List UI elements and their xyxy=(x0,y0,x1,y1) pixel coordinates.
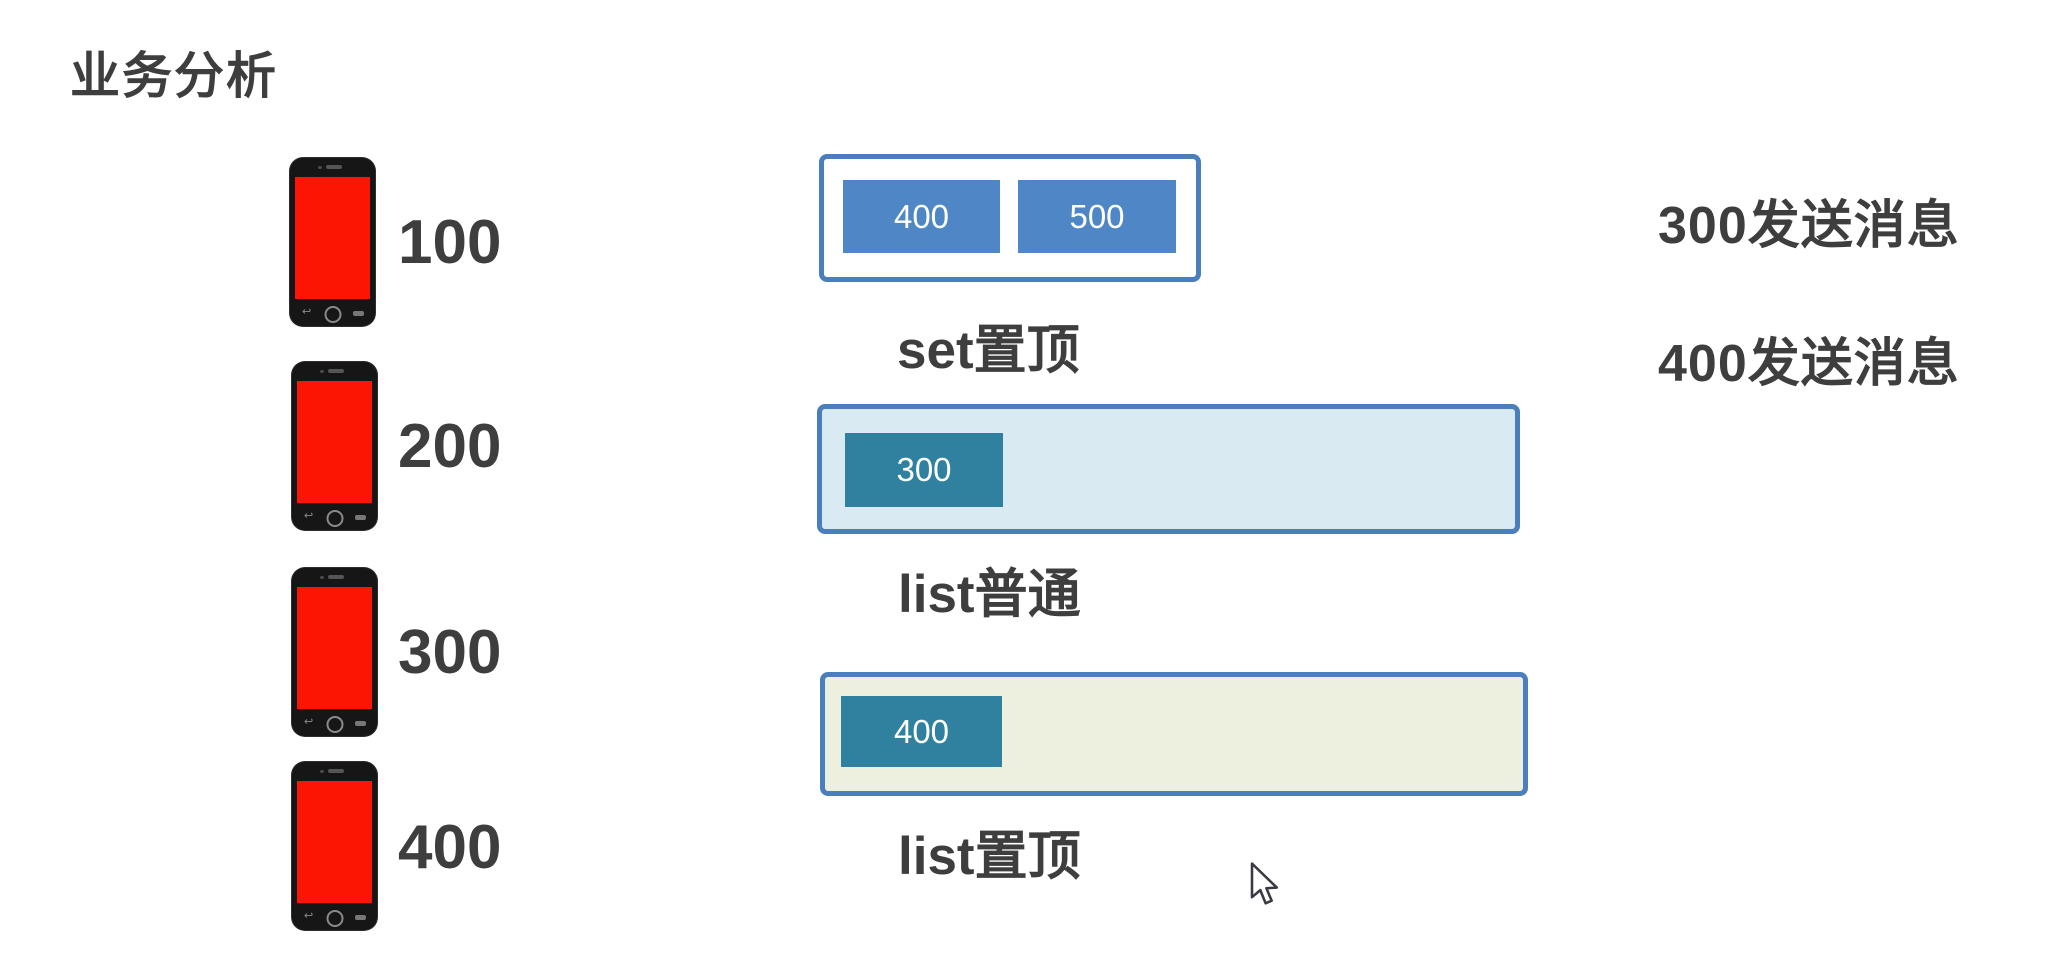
smartphone-icon: ↩ xyxy=(292,362,377,530)
arrow-cursor-icon xyxy=(1250,862,1279,905)
list-normal-item-300: 300 xyxy=(845,433,1003,507)
phone-label: 400 xyxy=(398,813,502,882)
note-400-send-message: 400发送消息 xyxy=(1658,335,1960,393)
phone-camera-dot xyxy=(320,770,324,773)
phone-camera-dot xyxy=(320,576,324,579)
list-normal-label: list普通 xyxy=(898,565,1081,624)
list-normal-box: 300 xyxy=(817,404,1520,534)
phone-speaker xyxy=(328,575,344,579)
set-item-500: 500 xyxy=(1018,180,1176,253)
phone-speaker xyxy=(328,369,344,373)
phone-back-icon: ↩ xyxy=(304,716,314,728)
phone-back-icon: ↩ xyxy=(302,306,312,318)
phone-screen xyxy=(297,781,372,903)
phone-camera-dot xyxy=(318,166,322,169)
phone-screen xyxy=(295,177,370,299)
phone-menu-icon xyxy=(353,311,364,316)
phone-home-button xyxy=(326,510,343,527)
phone-home-button xyxy=(326,910,343,927)
smartphone-icon: ↩ xyxy=(292,568,377,736)
phone-back-icon: ↩ xyxy=(304,910,314,922)
list-top-item-400: 400 xyxy=(841,696,1002,767)
phone-home-button xyxy=(324,306,341,323)
phone-camera-dot xyxy=(320,370,324,373)
phone-label: 300 xyxy=(398,618,502,687)
phone-menu-icon xyxy=(355,915,366,920)
phone-label: 200 xyxy=(398,412,502,481)
phone-speaker xyxy=(328,769,344,773)
set-top-label: set置顶 xyxy=(897,321,1080,380)
note-300-send-message: 300发送消息 xyxy=(1658,197,1960,255)
phone-screen xyxy=(297,381,372,503)
phone-label: 100 xyxy=(398,208,502,277)
phone-menu-icon xyxy=(355,515,366,520)
list-top-label: list置顶 xyxy=(898,827,1081,886)
phone-back-icon: ↩ xyxy=(304,510,314,522)
smartphone-icon: ↩ xyxy=(290,158,375,326)
smartphone-icon: ↩ xyxy=(292,762,377,930)
phone-menu-icon xyxy=(355,721,366,726)
phone-home-button xyxy=(326,716,343,733)
set-top-box: 400 500 xyxy=(819,154,1201,282)
list-top-box: 400 xyxy=(820,672,1528,796)
set-item-400: 400 xyxy=(843,180,1000,253)
page-title: 业务分析 xyxy=(70,48,278,104)
phone-screen xyxy=(297,587,372,709)
phone-speaker xyxy=(326,165,342,169)
